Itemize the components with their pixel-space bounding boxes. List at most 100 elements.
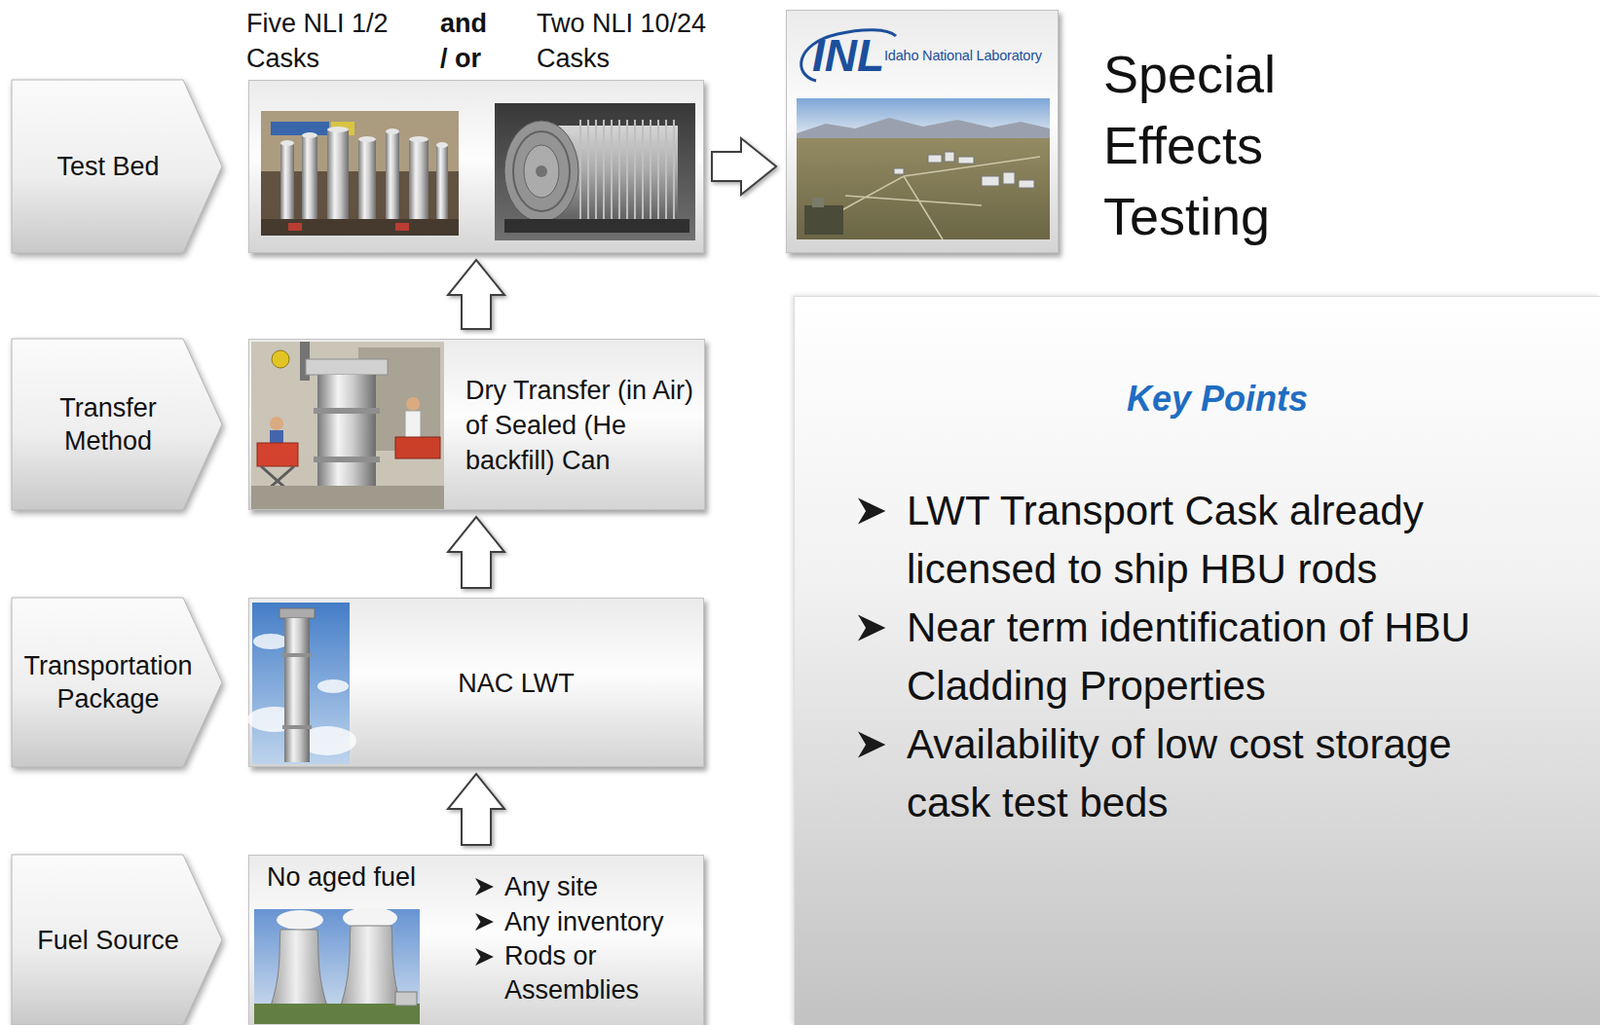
illustration-part	[633, 119, 636, 224]
illustration-part	[251, 341, 445, 510]
illustration-part	[280, 140, 295, 147]
illustration-part	[317, 679, 349, 694]
block-arrow	[447, 774, 505, 846]
illustration-part	[385, 131, 400, 227]
illustration-part	[317, 374, 376, 506]
illustration-part	[395, 992, 417, 1006]
stage-chevron: Fuel Source	[11, 855, 223, 1025]
illustration-part	[251, 341, 445, 510]
fuel-option: Any inventory	[504, 905, 665, 940]
fuel-option: Rods or Assemblies	[504, 939, 670, 1008]
stage-name: Fuel Source	[37, 924, 180, 958]
illustration-part	[268, 930, 330, 1012]
illustration-part	[260, 111, 459, 236]
illustration-part	[610, 119, 613, 224]
illustration-part	[1003, 172, 1015, 185]
illustration-part	[251, 485, 445, 510]
illustration-part	[958, 156, 974, 164]
illustration-part	[981, 176, 1000, 187]
cask-heading: Two NLI 10/24 Casks	[536, 5, 732, 76]
illustration-part	[257, 443, 298, 467]
illustration-part	[247, 602, 357, 765]
illustration-part	[305, 359, 388, 375]
illustration-part	[279, 608, 315, 619]
logo-mark: INL	[812, 28, 885, 83]
stage-chevron: Transportation Package	[11, 597, 223, 768]
inl-photo-box: INLIdaho National Laboratory	[785, 9, 1059, 254]
illustration-part	[313, 456, 380, 463]
illustration-part	[395, 437, 441, 459]
stage-name: Test Bed	[56, 149, 159, 184]
illustration-part	[1018, 180, 1035, 188]
method-text: Dry Transfer (in Air) of Sealed (He back…	[465, 372, 698, 479]
illustration-part	[406, 397, 420, 411]
illustration-part	[796, 138, 1050, 240]
stage-chevron: Transfer Method	[11, 338, 223, 511]
illustration-part	[254, 907, 420, 1025]
illustration-part	[523, 145, 559, 198]
illustration-part	[301, 132, 318, 139]
illustration-part	[11, 855, 223, 1025]
key-points-panel: Key PointsLWT Transport Cask already lic…	[793, 296, 1600, 1025]
illustration-part	[405, 410, 421, 439]
illustration-part	[270, 121, 330, 136]
illustration-part	[409, 139, 429, 227]
illustration-part	[280, 143, 295, 227]
illustration-part	[260, 111, 459, 236]
illustration-part	[504, 120, 579, 223]
illustration-part	[253, 633, 289, 650]
stage-name: Transportation Package	[17, 649, 199, 716]
block-arrow	[711, 138, 777, 195]
illustration-part	[385, 128, 400, 135]
illustration-part	[504, 219, 690, 233]
illustration-part	[602, 119, 605, 224]
bullet-arrow	[475, 948, 494, 967]
illustration-part	[260, 219, 459, 236]
illustration-part	[282, 725, 312, 730]
illustration-part	[254, 909, 420, 1025]
illustration-part	[358, 136, 376, 143]
illustration-part	[513, 131, 570, 212]
illustration-part	[944, 151, 955, 162]
illustration-part	[649, 119, 652, 224]
bullet-arrow	[475, 913, 494, 931]
fuel-option: Any site	[504, 870, 598, 905]
transfer-box: Dry Transfer (in Air) of Sealed (He back…	[248, 338, 706, 511]
illustration-part	[641, 119, 644, 224]
illustration-part	[618, 119, 621, 224]
test-bed-box: Five NLI 1/2 Casksand / orTwo NLI 10/24 …	[248, 79, 705, 254]
illustration-part	[11, 79, 223, 254]
illustration-part	[269, 416, 284, 431]
illustration-part	[626, 119, 629, 224]
illustration-part	[804, 205, 844, 235]
illustration-part	[893, 168, 904, 175]
illustration-part	[11, 338, 223, 511]
illustration-part	[276, 910, 324, 931]
bullet-arrow	[857, 615, 886, 642]
illustration-part	[579, 119, 582, 224]
illustration-part	[284, 618, 310, 763]
illustration	[249, 80, 706, 255]
illustration-part	[327, 129, 349, 227]
illustration-part	[436, 145, 448, 227]
illustration-part	[327, 126, 349, 133]
illustration-part	[494, 103, 696, 241]
bullet-arrow	[475, 878, 494, 896]
illustration-part	[358, 139, 376, 227]
illustration-part	[282, 653, 312, 658]
illustration-part	[812, 197, 824, 208]
illustration-part	[254, 1004, 420, 1025]
key-point: LWT Transport Cask already licensed to s…	[906, 482, 1530, 599]
illustration-part	[535, 165, 548, 178]
illustration-part	[395, 223, 410, 231]
illustration-part	[796, 117, 1050, 142]
illustration-part	[301, 135, 318, 227]
illustration-part	[494, 103, 696, 241]
key-point: Availability of low cost storage cask te…	[906, 715, 1530, 833]
bullet-arrow	[857, 498, 886, 525]
logo-name: Idaho National Laboratory	[884, 45, 1042, 66]
illustration-part	[288, 223, 302, 231]
side-heading: Special Effects Testing	[1103, 38, 1357, 253]
bullet-arrow	[857, 732, 886, 759]
illustration-part	[271, 350, 290, 369]
